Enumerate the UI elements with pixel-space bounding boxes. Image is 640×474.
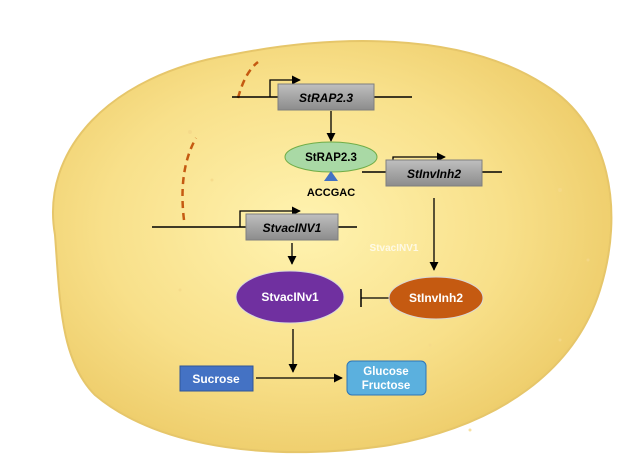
dashed-arc-top [236, 61, 259, 99]
sucrose-label: Sucrose [192, 372, 240, 386]
protein-stvacinv1-label: StvacINv1 [261, 290, 319, 304]
gene-strap23-label: StRAP2.3 [299, 91, 353, 105]
inhibition-bar [360, 289, 389, 307]
protein-stvacinv1: StvacINv1 [235, 270, 345, 324]
gene-stvacinv1-label: StvacINV1 [263, 221, 322, 235]
sucrose-box: Sucrose [179, 365, 254, 392]
protein-stinvinh2: StInvInh2 [388, 276, 484, 320]
motif-label: ACCGAC [307, 187, 355, 199]
dashed-arc-left [181, 137, 198, 221]
binding-motif-triangle [324, 171, 338, 181]
faint-label: StvacINV1 [370, 243, 419, 254]
protein-strap23-label: StRAP2.3 [305, 152, 357, 164]
gene-stinvinh2: StInvInh2 [362, 152, 502, 187]
fructose-label: Fructose [362, 380, 411, 392]
gene-stinvinh2-label: StInvInh2 [407, 167, 461, 181]
glucose-label: Glucose [363, 366, 408, 378]
protein-strap23: StRAP2.3 [284, 141, 378, 173]
gene-stvacinv1: StvacINV1 [152, 206, 357, 241]
glucose-fructose-box: Glucose Fructose [346, 360, 427, 396]
gene-strap23: StRAP2.3 [232, 75, 412, 111]
protein-stinvinh2-label: StInvInh2 [409, 291, 463, 305]
